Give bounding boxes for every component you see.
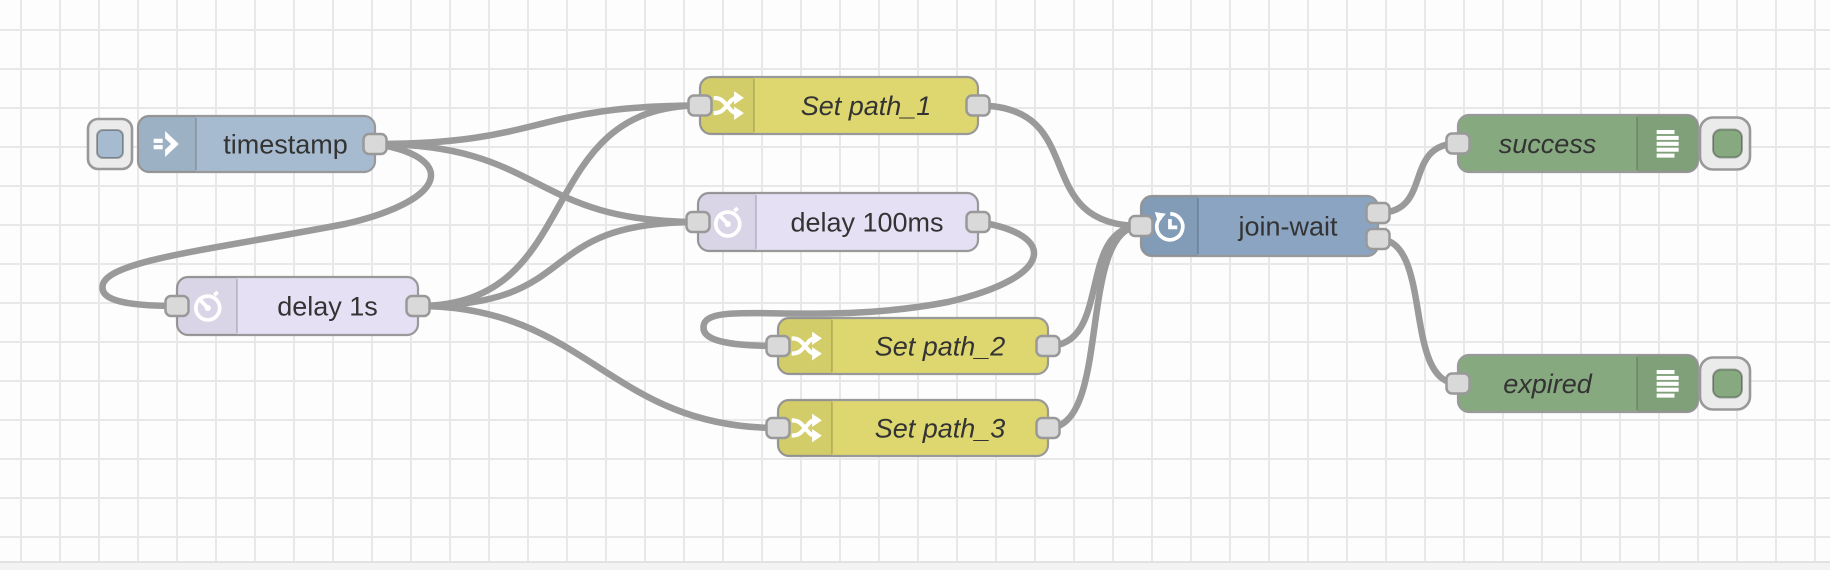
node-set-path-3[interactable]: Set path_3 (765, 398, 1061, 458)
wire-timestamp-to-delay-100ms[interactable] (371, 140, 702, 226)
wires-layer (99, 102, 1462, 432)
shuffle-icon (791, 413, 822, 443)
debug-toggle-button[interactable] (1698, 116, 1752, 171)
inject-icon (153, 130, 179, 158)
input-port[interactable] (1128, 214, 1154, 238)
node-delay-1s[interactable]: delay 1s (164, 275, 431, 337)
node-label: Set path_2 (875, 331, 1006, 361)
node-label: delay 100ms (790, 207, 943, 237)
output-port-1[interactable] (965, 94, 991, 117)
output-port-1[interactable] (362, 132, 388, 156)
node-expired[interactable]: expired (1445, 353, 1752, 414)
node-label: timestamp (223, 129, 348, 159)
output-port-1[interactable] (1035, 334, 1061, 358)
node-label: Set path_1 (801, 91, 932, 121)
debug-lines-icon (1656, 130, 1679, 158)
wire-timestamp-to-set-path-1[interactable] (371, 102, 704, 148)
debug-toggle-button[interactable] (1698, 356, 1752, 411)
output-port-1[interactable] (1035, 416, 1061, 440)
output-port-2[interactable] (1365, 227, 1391, 251)
node-label: success (1499, 129, 1597, 159)
node-label: delay 1s (277, 291, 378, 321)
node-delay-100ms[interactable]: delay 100ms (685, 191, 991, 253)
node-set-path-1[interactable]: Set path_1 (687, 75, 991, 136)
node-label: join-wait (1237, 211, 1338, 241)
wire-timestamp-to-delay-1s[interactable] (99, 140, 435, 310)
debug-lines-icon (1656, 370, 1679, 398)
node-success[interactable]: success (1445, 113, 1752, 174)
wire-join-wait-to-success[interactable] (1374, 140, 1462, 217)
node-join-wait[interactable]: join-wait (1128, 194, 1391, 258)
input-port[interactable] (765, 416, 791, 440)
input-port[interactable] (164, 294, 190, 318)
output-port-1[interactable] (1365, 201, 1391, 225)
wire-delay-1s-to-delay-100ms[interactable] (414, 218, 702, 310)
wire-set-path-1-to-join-wait[interactable] (974, 102, 1145, 230)
input-port[interactable] (1445, 132, 1471, 155)
timer-icon (713, 206, 742, 238)
shuffle-icon (791, 331, 822, 361)
output-port-1[interactable] (405, 294, 431, 318)
wire-join-wait-to-expired[interactable] (1374, 235, 1462, 387)
input-port[interactable] (687, 94, 713, 117)
node-label: Set path_3 (875, 413, 1006, 443)
wire-delay-1s-to-set-path-1[interactable] (414, 102, 704, 310)
node-timestamp[interactable]: timestamp (86, 114, 388, 174)
shuffle-icon (713, 91, 744, 120)
input-port[interactable] (685, 210, 711, 234)
node-label: expired (1503, 369, 1593, 399)
node-set-path-2[interactable]: Set path_2 (765, 316, 1061, 376)
timer-icon (193, 290, 222, 322)
wire-delay-1s-to-set-path-3[interactable] (414, 302, 782, 432)
inject-button[interactable] (86, 117, 134, 171)
icon-region (138, 116, 196, 172)
output-port-1[interactable] (965, 210, 991, 234)
history-icon (1154, 211, 1185, 242)
canvas-bottom-edge (0, 561, 1830, 570)
wire-set-path-3-to-join-wait[interactable] (1044, 222, 1145, 432)
wire-delay-100ms-to-set-path-2[interactable] (700, 218, 1038, 350)
input-port[interactable] (1445, 372, 1471, 395)
input-port[interactable] (765, 334, 791, 358)
